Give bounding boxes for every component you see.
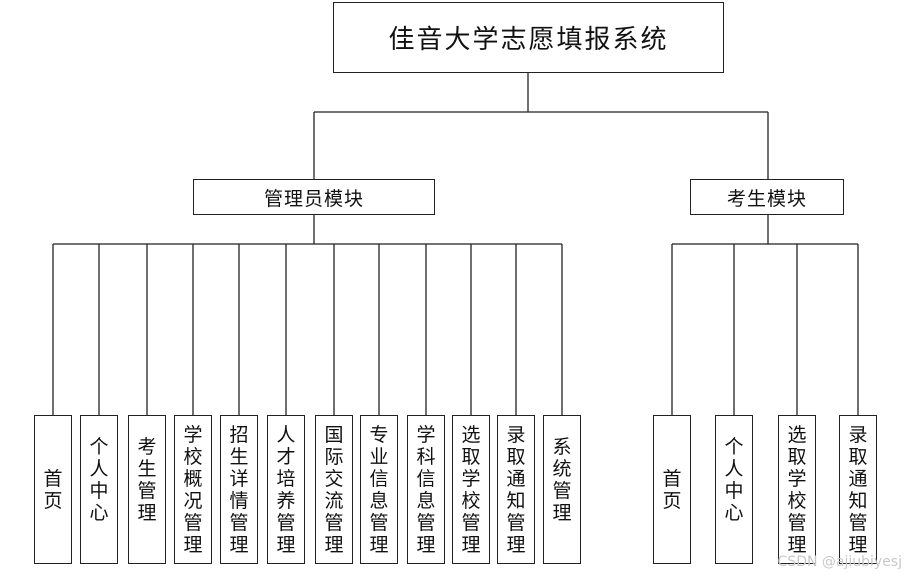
admin-item-major-info: 专 业 信 息 管 理 bbox=[360, 415, 398, 564]
watermark: CSDN @ajiubiyesj bbox=[777, 554, 902, 570]
admin-item-label: 专 业 信 息 管 理 bbox=[369, 424, 389, 556]
student-item-label: 录 取 通 知 管 理 bbox=[848, 424, 868, 556]
student-item-label: 选 取 学 校 管 理 bbox=[787, 424, 807, 556]
admin-item-label: 个 人 中 心 bbox=[89, 436, 109, 524]
admin-item-admission-details: 招 生 详 情 管 理 bbox=[220, 415, 258, 564]
student-module-label: 考生模块 bbox=[726, 187, 807, 210]
admin-item-label: 学 校 概 况 管 理 bbox=[183, 424, 203, 556]
admin-item-label: 国 际 交 流 管 理 bbox=[324, 424, 344, 556]
student-item-admission-notice: 录 取 通 知 管 理 bbox=[839, 415, 877, 564]
admin-item-admission-notice: 录 取 通 知 管 理 bbox=[497, 415, 535, 564]
student-module-box: 考生模块 bbox=[690, 179, 844, 215]
student-item-home: 首 页 bbox=[653, 415, 691, 564]
student-item-label: 首 页 bbox=[662, 467, 682, 512]
admin-item-home: 首 页 bbox=[34, 415, 72, 564]
admin-item-label: 录 取 通 知 管 理 bbox=[506, 424, 526, 556]
admin-item-label: 招 生 详 情 管 理 bbox=[229, 424, 249, 556]
admin-item-discipline-info: 学 科 信 息 管 理 bbox=[407, 415, 445, 564]
system-title: 佳音大学志愿填报系统 bbox=[388, 25, 669, 55]
admin-item-label: 人 才 培 养 管 理 bbox=[276, 424, 296, 556]
student-item-school-selection: 选 取 学 校 管 理 bbox=[778, 415, 816, 564]
student-item-label: 个 人 中 心 bbox=[724, 436, 744, 524]
admin-item-label: 系 统 管 理 bbox=[552, 436, 572, 524]
admin-item-school-overview: 学 校 概 况 管 理 bbox=[174, 415, 212, 564]
admin-item-label: 学 科 信 息 管 理 bbox=[416, 424, 436, 556]
admin-item-school-selection: 选 取 学 校 管 理 bbox=[452, 415, 490, 564]
admin-module-label: 管理员模块 bbox=[263, 187, 364, 210]
admin-item-talent-training: 人 才 培 养 管 理 bbox=[267, 415, 305, 564]
system-title-box: 佳音大学志愿填报系统 bbox=[333, 2, 724, 73]
admin-item-system-management: 系 统 管 理 bbox=[543, 415, 581, 564]
student-item-personal-center: 个 人 中 心 bbox=[715, 415, 753, 564]
admin-item-international-exchange: 国 际 交 流 管 理 bbox=[315, 415, 353, 564]
admin-item-label: 首 页 bbox=[43, 467, 63, 512]
admin-item-student-management: 考 生 管 理 bbox=[128, 415, 166, 564]
admin-item-label: 考 生 管 理 bbox=[137, 436, 157, 524]
admin-item-personal-center: 个 人 中 心 bbox=[80, 415, 118, 564]
admin-item-label: 选 取 学 校 管 理 bbox=[461, 424, 481, 556]
admin-module-box: 管理员模块 bbox=[193, 179, 435, 215]
